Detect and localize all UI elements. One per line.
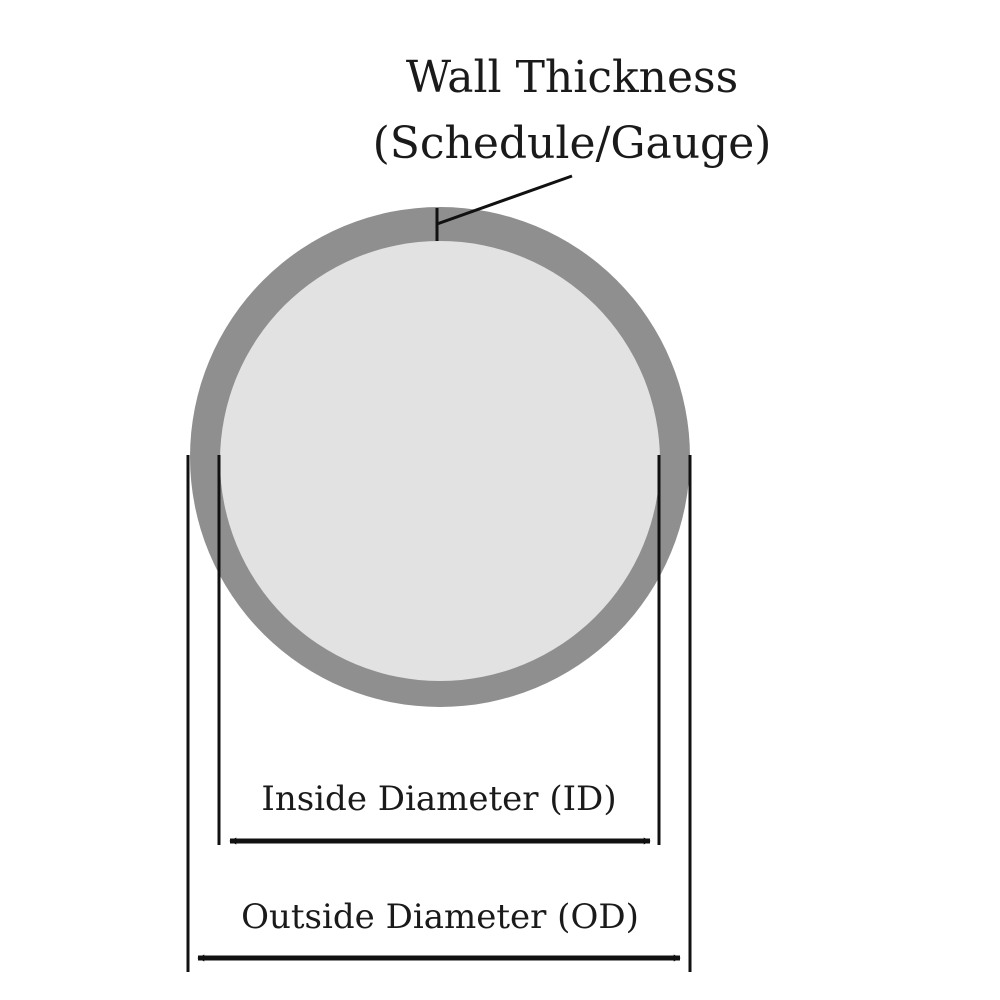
outside-diameter-label: Outside Diameter (OD) — [241, 897, 639, 937]
pipe-bore — [220, 241, 660, 681]
wall-thickness-sublabel: (Schedule/Gauge) — [373, 118, 772, 169]
wall-thickness-label: Wall Thickness — [406, 52, 738, 103]
wall-thickness-leader — [436, 174, 573, 226]
inside-diameter-label: Inside Diameter (ID) — [261, 779, 616, 819]
